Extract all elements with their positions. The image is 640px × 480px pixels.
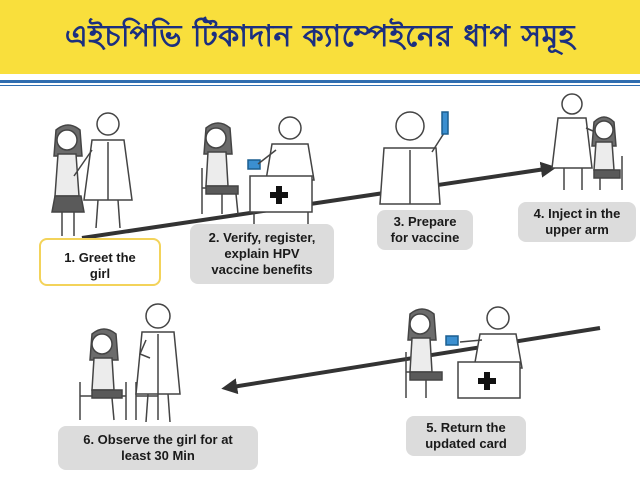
step-4-label: 4. Inject in the upper arm xyxy=(518,202,636,242)
scene-greet-figure xyxy=(51,112,133,236)
step-2-label: 2. Verify, register, explain HPV vaccine… xyxy=(190,224,334,284)
step-5-label: 5. Return the updated card xyxy=(406,416,526,456)
scene-prepare-figure xyxy=(379,111,449,205)
scene-observe-figure xyxy=(79,303,181,423)
step-6-label: 6. Observe the girl for at least 30 Min xyxy=(58,426,258,470)
step-3-label: 3. Prepare for vaccine xyxy=(377,210,473,250)
scene-register-figure xyxy=(201,116,315,232)
header-rule xyxy=(0,80,640,83)
page-title: এইচপিভি টিকাদান ক্যাম্পেইনের ধাপ সমূহ xyxy=(64,18,576,54)
title-banner: এইচপিভি টিকাদান ক্যাম্পেইনের ধাপ সমূহ xyxy=(0,0,640,74)
step-1-label: 1. Greet the girl xyxy=(39,238,161,286)
header-rule-thin xyxy=(0,85,640,86)
scene-inject-figure xyxy=(551,93,623,190)
scene-return-card-figure xyxy=(405,306,523,399)
flow-arrow-top xyxy=(81,161,557,240)
